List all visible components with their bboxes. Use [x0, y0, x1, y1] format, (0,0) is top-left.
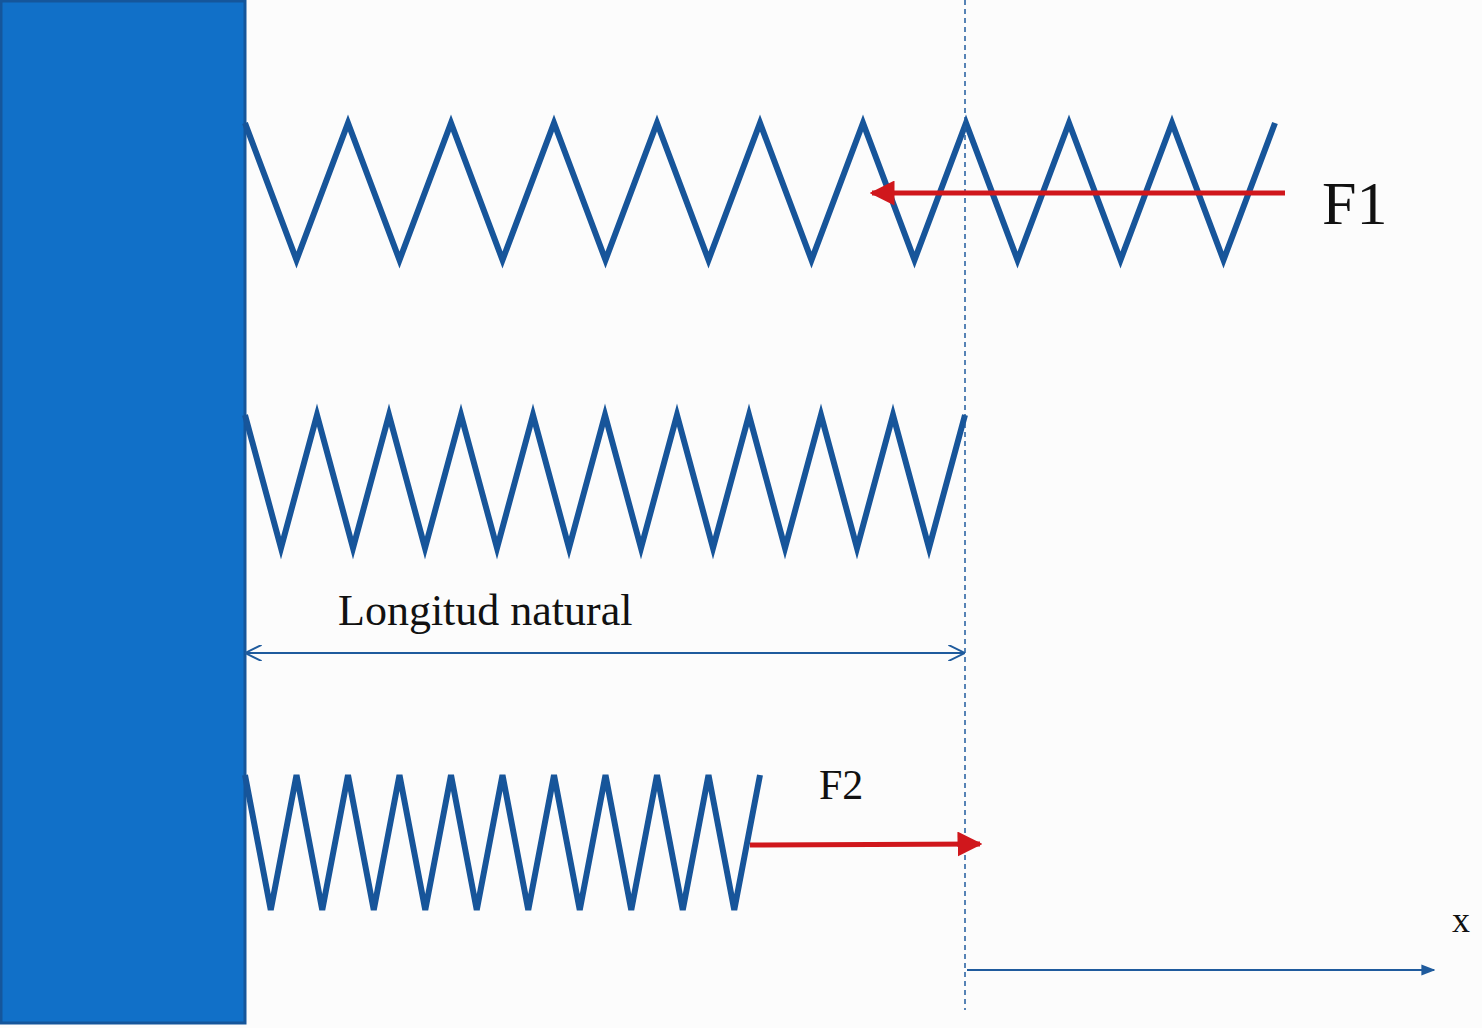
x-axis [967, 969, 1434, 971]
dimension-label: Longitud natural [338, 589, 633, 633]
spring [245, 775, 760, 910]
spring [245, 415, 965, 548]
axis-label: x [1452, 902, 1470, 938]
force-arrow [750, 844, 980, 845]
natural-length-mark [964, 0, 966, 1010]
wall [1, 1, 245, 1023]
dimension-line [247, 652, 963, 654]
force-label: F2 [819, 764, 863, 806]
force-arrow [872, 191, 1285, 196]
force-label: F1 [1322, 172, 1387, 234]
